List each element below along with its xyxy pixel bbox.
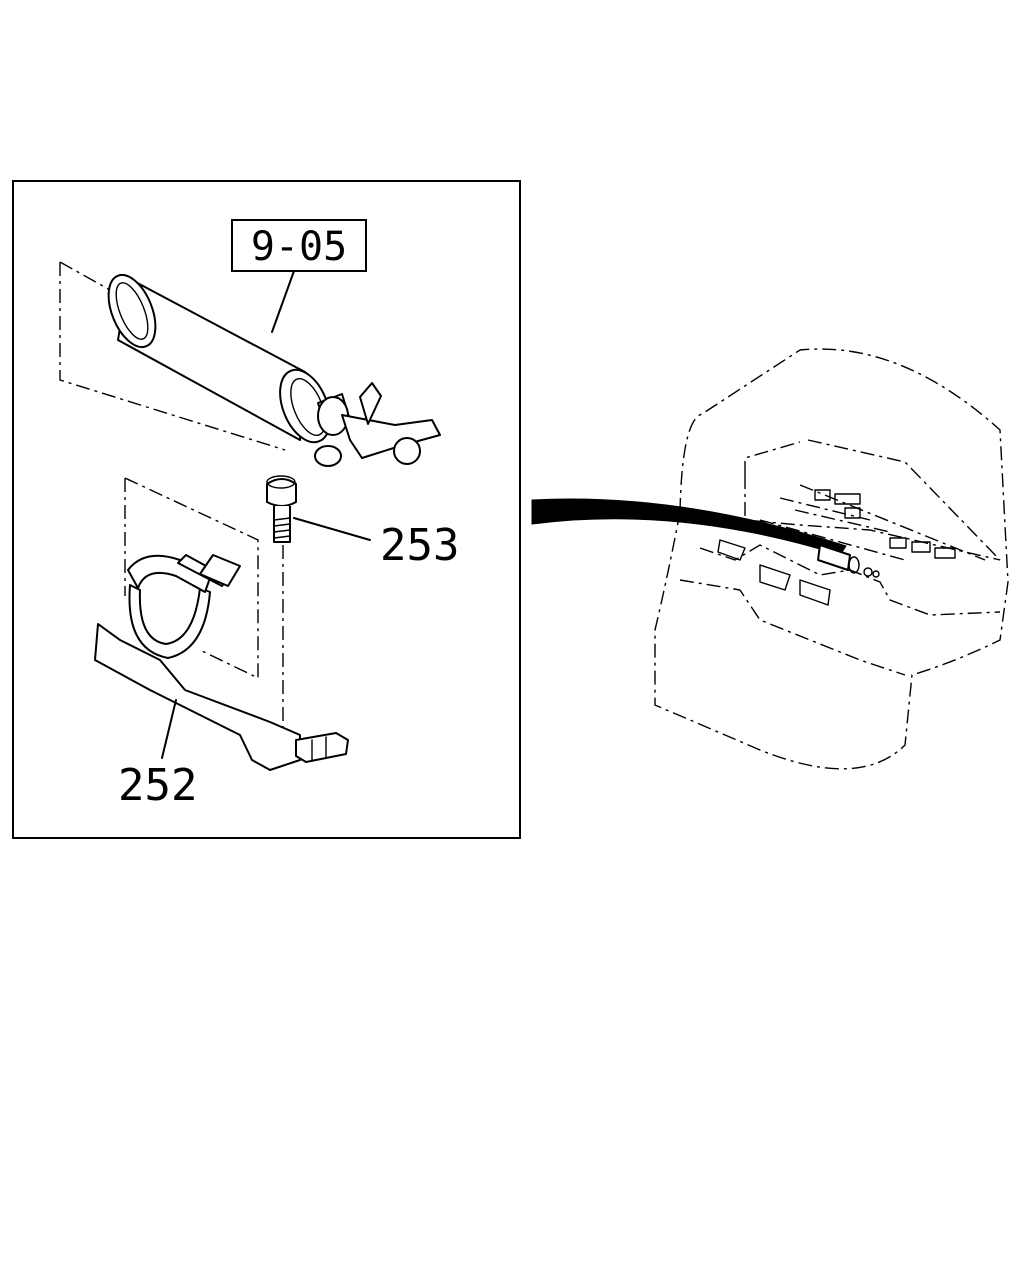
part-label-252: 252: [118, 760, 197, 811]
reference-label: 9-05: [251, 224, 347, 270]
canister-plane: [59, 261, 286, 451]
leader-line-252: [161, 699, 177, 759]
vehicle-overview: [654, 348, 1009, 770]
bracket-252: [94, 554, 349, 771]
part-label-253: 253: [380, 520, 459, 571]
leader-line-9-05: [271, 270, 295, 333]
reference-box: 9-05: [231, 219, 367, 272]
location-pointer: [531, 498, 847, 556]
bolt-253: [266, 475, 297, 543]
detail-frame: [12, 180, 521, 839]
drier-canister: [107, 273, 441, 467]
leader-line-253: [293, 517, 371, 541]
bracket-plane: [124, 477, 259, 680]
